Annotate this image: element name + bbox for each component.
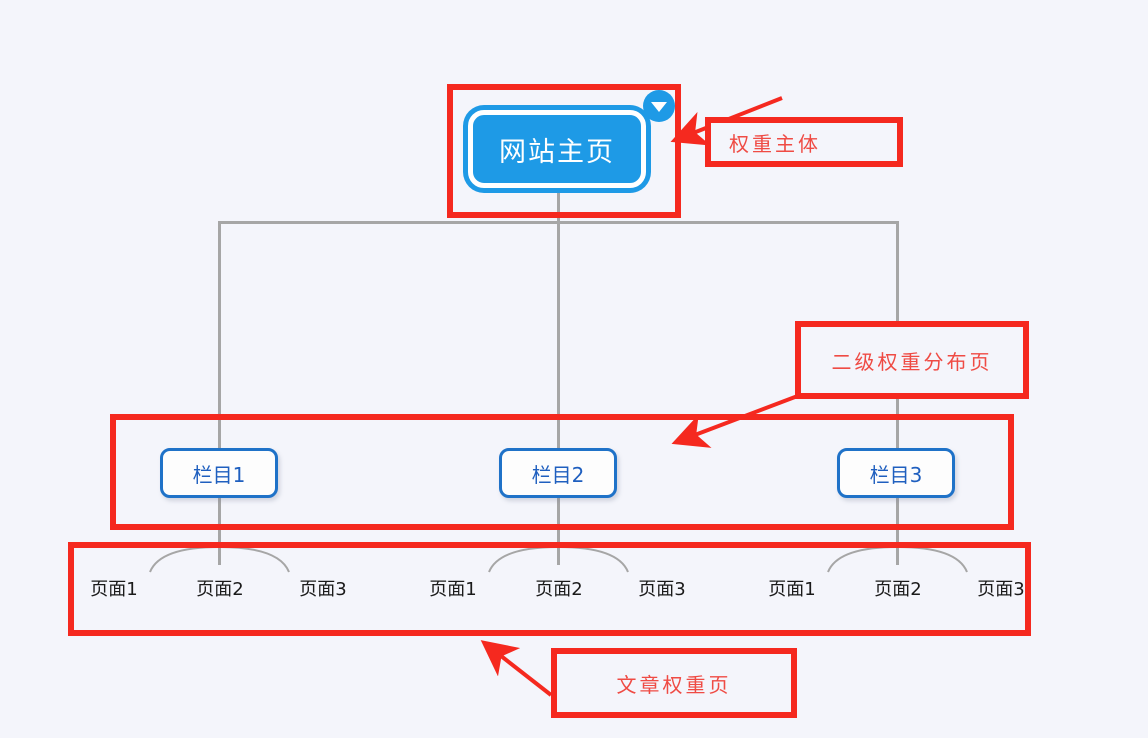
annotation-weight-subject-label: 权重主体 <box>729 131 821 156</box>
annotation-article-weight-label: 文章权重页 <box>616 672 732 697</box>
leaf-page-6-label: 页面3 <box>638 579 686 600</box>
leaf-page-1-label: 页面1 <box>90 579 138 600</box>
highlight-box-leaves <box>68 542 1031 636</box>
leaf-page-7[interactable]: 页面1 <box>744 575 840 601</box>
caret-down-icon[interactable] <box>643 90 675 122</box>
node-root-label: 网站主页 <box>499 136 615 168</box>
leaf-page-1[interactable]: 页面1 <box>66 575 162 601</box>
leaf-page-2[interactable]: 页面2 <box>172 575 268 601</box>
leaf-page-6[interactable]: 页面3 <box>614 575 710 601</box>
leaf-page-3-label: 页面3 <box>299 579 347 600</box>
node-root-homepage[interactable]: 网站主页 <box>468 110 646 188</box>
annotation-article-weight: 文章权重页 <box>551 648 797 718</box>
annotation-weight-subject: 权重主体 <box>705 117 903 167</box>
annotation-level2-distribution-label: 二级权重分布页 <box>831 349 993 374</box>
leaf-page-3[interactable]: 页面3 <box>275 575 371 601</box>
node-column-3-label: 栏目3 <box>869 462 923 487</box>
highlight-box-root <box>447 84 681 218</box>
leaf-page-5[interactable]: 页面2 <box>511 575 607 601</box>
caret-down-glyph <box>651 102 667 112</box>
leaf-page-4[interactable]: 页面1 <box>405 575 501 601</box>
leaf-page-2-label: 页面2 <box>196 579 244 600</box>
leaf-page-8[interactable]: 页面2 <box>850 575 946 601</box>
annotation-level2-distribution: 二级权重分布页 <box>795 321 1029 399</box>
highlight-box-level2 <box>110 414 1014 530</box>
leaf-page-8-label: 页面2 <box>874 579 922 600</box>
leaf-page-9-label: 页面3 <box>977 579 1025 600</box>
leaf-page-9[interactable]: 页面3 <box>953 575 1049 601</box>
leaf-page-4-label: 页面1 <box>429 579 477 600</box>
leaf-page-7-label: 页面1 <box>768 579 816 600</box>
leaf-page-5-label: 页面2 <box>535 579 583 600</box>
